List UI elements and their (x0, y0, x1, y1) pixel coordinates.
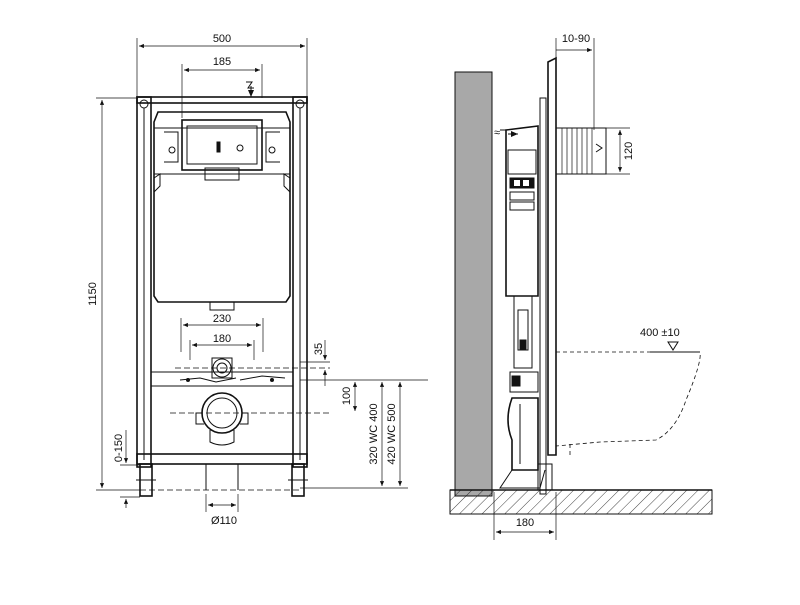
dimension-100: 100 (300, 379, 428, 411)
dimension-wc500: 420 WC 500 (386, 382, 403, 486)
dim-label-1150: 1150 (87, 282, 99, 306)
dim-label-wc400: 320 WC 400 (368, 403, 380, 464)
dim-label-400: 400 ±10 (640, 327, 680, 339)
dimension-230: 230 (180, 313, 264, 352)
dimension-floor-adjust: 0-150 (113, 430, 140, 508)
dimension-depth-180: 180 (493, 492, 557, 540)
cistern-side: ≈ (494, 125, 539, 369)
dim-label-35: 35 (313, 343, 325, 355)
drain-pipe: Ø110 (140, 464, 300, 527)
dim-label-10-90: 10-90 (562, 33, 590, 45)
wall-section (454, 71, 493, 497)
dimension-wc400: 320 WC 400 (300, 382, 408, 489)
dimension-180-front: 180 (189, 333, 255, 360)
toilet-bowl-outline (555, 351, 701, 447)
water-connection (175, 357, 330, 379)
dimension-185: 185 (181, 56, 263, 118)
dimension-35: 35 (300, 340, 330, 386)
side-view: 10-90 120 ≈ (449, 33, 713, 540)
floor-section (449, 489, 713, 515)
dimension-10-90: 10-90 (555, 33, 595, 130)
water-inlet-side-icon: ≈ (494, 127, 500, 139)
dim-label-185: 185 (213, 56, 231, 68)
dimension-height-1150: 1150 (87, 97, 140, 491)
front-view: 500 185 1150 (87, 33, 428, 527)
dim-label-wc500: 420 WC 500 (386, 403, 398, 464)
cistern (153, 111, 291, 311)
flush-sleeve: 120 (555, 127, 635, 175)
cover-panel (547, 56, 557, 456)
drain-outlet (170, 392, 330, 446)
dim-label-100: 100 (341, 387, 353, 405)
dim-label-180-side: 180 (516, 517, 534, 529)
dimension-bowl-height: 400 ±10 (640, 327, 700, 353)
side-drain (499, 371, 553, 491)
dim-label-230: 230 (213, 313, 231, 325)
water-inlet-symbol (246, 81, 254, 89)
dim-label-pipe: Ø110 (211, 515, 237, 527)
dimension-width-500: 500 (136, 33, 308, 98)
flush-opening (181, 119, 263, 171)
dim-label-180-front: 180 (213, 333, 231, 345)
installation-frame (136, 96, 308, 497)
dim-label-120: 120 (623, 142, 635, 160)
dim-label-0-150: 0-150 (113, 434, 125, 462)
dim-label-500: 500 (213, 33, 231, 45)
